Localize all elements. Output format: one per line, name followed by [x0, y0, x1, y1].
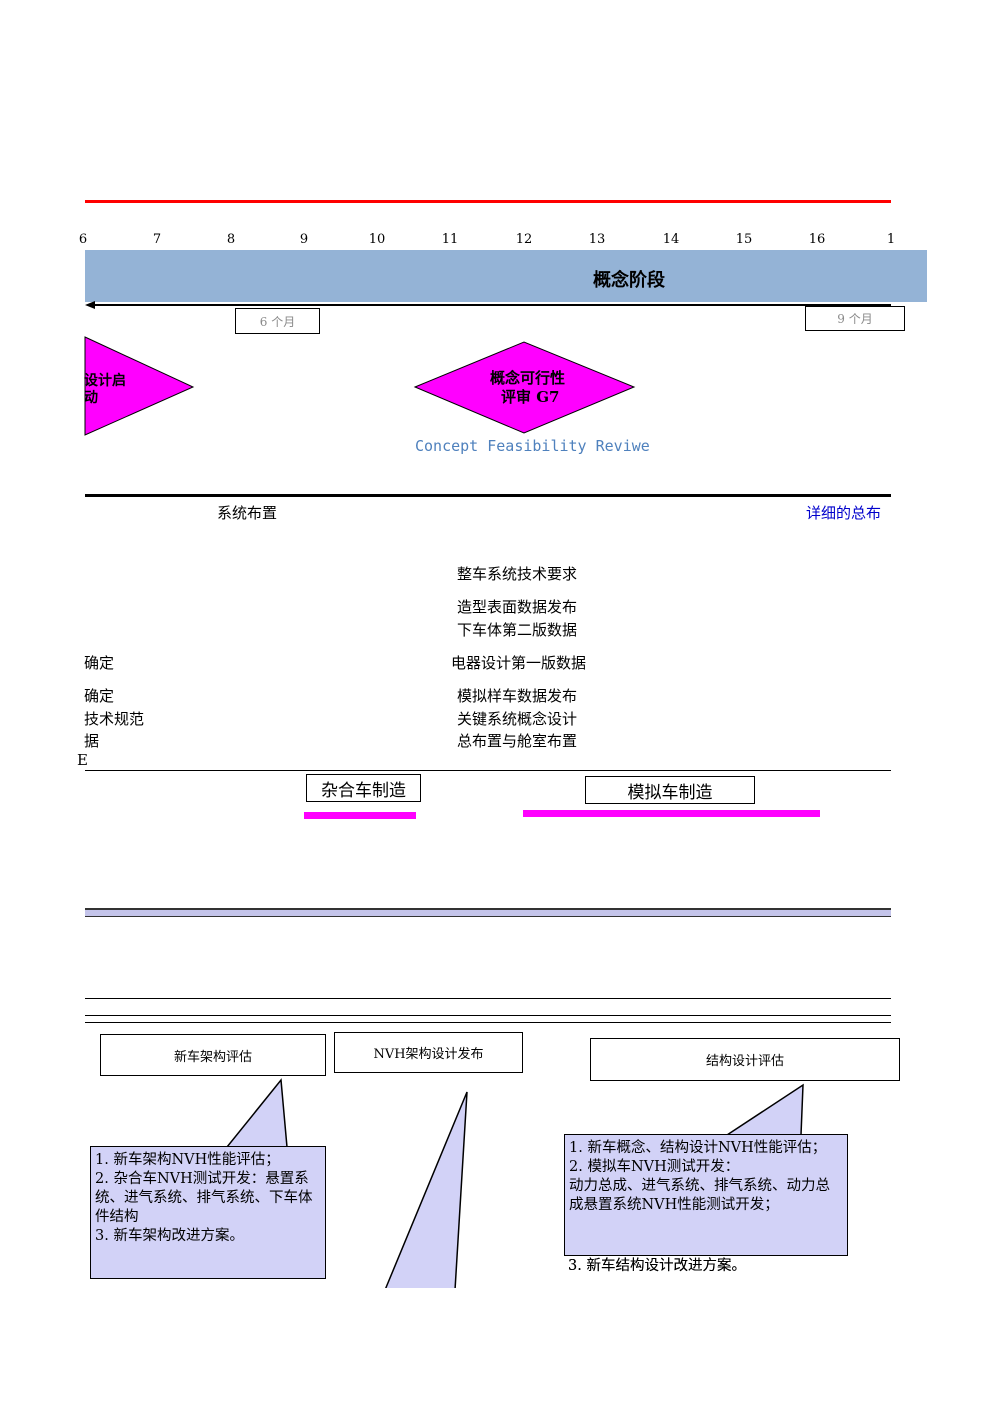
structure-callout-overflow: 3. 新车结构设计改进方案。	[568, 1258, 746, 1274]
structure-evaluation-box: 结构设计评估	[590, 1038, 900, 1081]
left-item: 技术规范	[84, 710, 145, 728]
month-tick: 13	[588, 232, 606, 247]
month-tick: 1	[886, 232, 896, 247]
month-tick: 15	[735, 232, 753, 247]
month-tick: 10	[368, 232, 386, 247]
simulator-build-bar	[523, 810, 820, 817]
center-item: 下车体第二版数据	[457, 621, 578, 639]
design-start-label-2: 动	[84, 390, 98, 406]
section-rule	[85, 494, 891, 497]
architecture-callout: 1. 新车架构NVH性能评估； 2. 杂合车NVH测试开发：悬置系统、进气系统、…	[90, 1146, 326, 1279]
center-item: 模拟样车数据发布	[457, 687, 578, 705]
phase-label: 概念阶段	[593, 270, 665, 291]
hybrid-build-box: 杂合车制造	[306, 774, 421, 802]
builds-rule	[85, 770, 891, 771]
detailed-layout-text: 详细的总布	[806, 504, 882, 522]
band-rule-bottom	[85, 916, 891, 917]
month-tick: 8	[226, 232, 236, 247]
phase-bar-overflow	[891, 250, 927, 302]
top-red-rule	[85, 200, 891, 203]
band-fill	[85, 910, 891, 916]
duration-box-9-months: 9 个月	[805, 306, 905, 331]
structure-callout-overflow-visible: 3. 新车结构设计改进方案。	[568, 1258, 746, 1274]
feasibility-review-milestone	[413, 341, 636, 434]
timeline-arrow	[85, 301, 891, 309]
simulator-build-box: 模拟车制造	[585, 776, 755, 804]
left-item: 确定	[84, 654, 115, 672]
structure-callout: 1. 新车概念、结构设计NVH性能评估； 2. 模拟车NVH测试开发： 动力总成…	[564, 1134, 848, 1256]
center-item: 总布置与舱室布置	[457, 732, 578, 750]
feasibility-label-1: 概念可行性	[490, 369, 566, 387]
design-start-milestone	[84, 336, 195, 436]
center-item: 电器设计第一版数据	[451, 654, 587, 672]
nvh-rule-3	[85, 1022, 891, 1023]
design-start-label-1: 设计启	[84, 373, 126, 389]
month-tick: 11	[441, 232, 459, 247]
month-tick: 7	[152, 232, 162, 247]
left-item: E	[77, 751, 88, 769]
left-item: 据	[84, 732, 100, 750]
month-tick: 9	[299, 232, 309, 247]
month-tick: 12	[515, 232, 533, 247]
feasibility-english-label: Concept Feasibility Reviwe	[415, 437, 650, 455]
center-item: 关键系统概念设计	[457, 710, 578, 728]
month-tick: 16	[808, 232, 826, 247]
month-tick: 6	[78, 232, 88, 247]
system-layout-text: 系统布置	[217, 504, 278, 522]
center-item: 整车系统技术要求	[457, 565, 578, 583]
nvh-rule-2	[85, 1015, 891, 1016]
center-item: 造型表面数据发布	[457, 598, 578, 616]
feasibility-label-2: 评审 G7	[501, 388, 560, 406]
bottom-mask	[85, 1288, 891, 1408]
hybrid-build-bar	[304, 812, 416, 819]
nvh-rule-1	[85, 998, 891, 999]
phase-bar	[85, 250, 927, 302]
left-item: 确定	[84, 687, 115, 705]
band-rule-top	[85, 908, 891, 910]
month-tick: 14	[662, 232, 680, 247]
diagram-canvas: 6 7 8 9 10 11 12 13 14 15 16 1 概念阶段 6 个月…	[77, 0, 927, 1408]
duration-box-6-months: 6 个月	[235, 308, 320, 334]
nvh-architecture-release-box: NVH架构设计发布	[334, 1032, 523, 1073]
architecture-evaluation-box: 新车架构评估	[100, 1034, 326, 1076]
